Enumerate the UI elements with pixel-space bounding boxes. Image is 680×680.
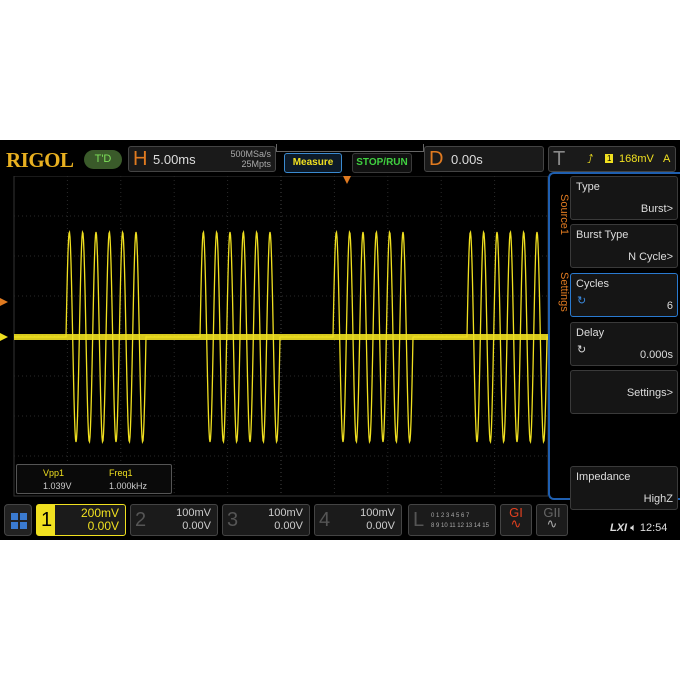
- trigger-level: 168mV: [619, 153, 654, 165]
- generator-2[interactable]: GII∿: [536, 504, 568, 536]
- apps-button[interactable]: [4, 504, 32, 536]
- measurement-panel: Vpp1 1.039V Freq1 1.000kHz: [16, 464, 172, 494]
- knob-icon: ↻: [577, 344, 587, 356]
- measurement-value: 1.039V: [43, 481, 72, 491]
- trigger-level-marker: [0, 298, 8, 306]
- channel-1-offset-marker: [0, 333, 8, 341]
- generator-1[interactable]: GI∿: [500, 504, 532, 536]
- measurement-value: 1.000kHz: [109, 481, 148, 491]
- horizontal-panel[interactable]: H 5.00ms 500MSa/s 25Mpts: [128, 146, 276, 172]
- knob-icon: ↻: [577, 295, 587, 307]
- rigol-logo: RIGOL: [6, 148, 74, 172]
- delay-letter: D: [429, 148, 444, 170]
- oscilloscope-screen: RIGOL T'D H 5.00ms 500MSa/s 25Mpts Measu…: [0, 140, 680, 540]
- trigger-letter: T: [553, 148, 566, 170]
- channel-1-noise-band: [14, 334, 548, 340]
- delay-value: 0.00s: [451, 152, 483, 167]
- memory-depth: 25Mpts: [241, 159, 271, 169]
- sample-rate: 500MSa/s: [230, 149, 271, 159]
- horizontal-letter: H: [133, 148, 148, 170]
- trigger-mode: A: [663, 153, 671, 165]
- clock: 12:54: [639, 522, 668, 534]
- menu-item-cycles[interactable]: Cycles↻6: [570, 273, 678, 317]
- trigger-source: 1: [605, 154, 614, 163]
- waveform-overview: [276, 144, 424, 152]
- lxi-icon: LXI: [610, 522, 628, 534]
- menu-item-delay[interactable]: Delay↻0.000s: [570, 322, 678, 366]
- tab-settings[interactable]: Settings: [558, 272, 570, 312]
- measurement-label: Vpp1: [43, 468, 65, 478]
- delay-panel[interactable]: D 0.00s: [424, 146, 544, 172]
- mode-badge[interactable]: T'D: [84, 150, 122, 169]
- trigger-position-marker: [343, 176, 351, 184]
- timebase: 5.00ms: [153, 152, 196, 167]
- stop-run-button[interactable]: STOP/RUN: [352, 153, 412, 173]
- measure-button[interactable]: Measure: [284, 153, 342, 173]
- speaker-muted-icon[interactable]: 🔈︎: [630, 522, 637, 534]
- measurement-label: Freq1: [109, 468, 133, 478]
- waveform-display: [0, 176, 548, 497]
- trigger-panel[interactable]: T ⭜ 1 168mV A: [548, 146, 676, 172]
- tab-source1[interactable]: Source1: [558, 194, 570, 235]
- rising-edge-icon: ⭜: [587, 152, 594, 166]
- menu-item-settings[interactable]: Settings>: [570, 370, 678, 414]
